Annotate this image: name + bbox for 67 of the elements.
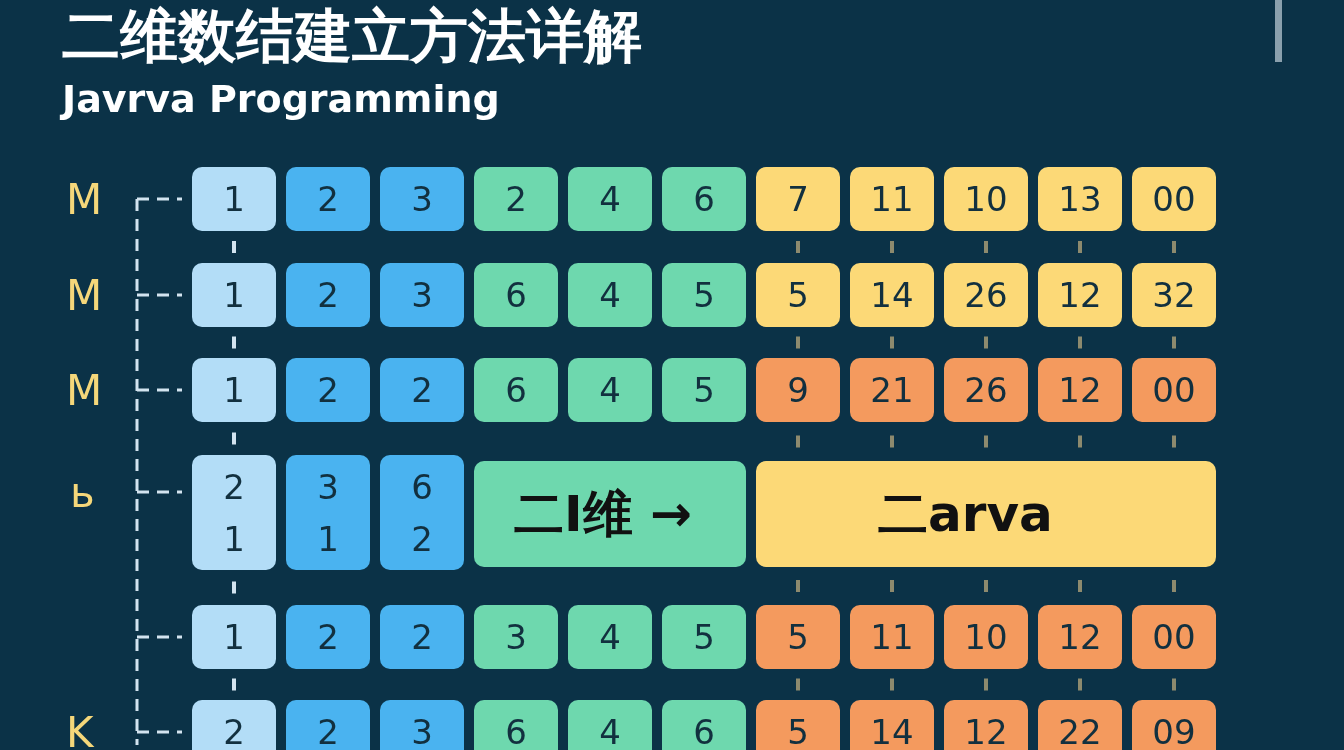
number-cell: 5 [756,700,840,750]
subtitle: Javrva Programming [62,78,500,122]
row-label: M [66,272,103,321]
number-cell: 11 [850,167,934,231]
number-cell: 2 [286,605,370,669]
number-cell: 5 [662,358,746,422]
number-cell: 10 [944,167,1028,231]
row-label: M [66,367,103,416]
number-cell: 5 [662,605,746,669]
number-cell: 1 [192,605,276,669]
number-cell: 2 [192,700,276,750]
number-cell: 2 [380,358,464,422]
number-cell: 9 [756,358,840,422]
row-label: K [66,709,94,750]
number-cell: 6 [662,700,746,750]
number-cell: 11 [850,605,934,669]
number-cell: 4 [568,358,652,422]
number-cell: 1 [192,263,276,327]
number-cell: 22 [1038,700,1122,750]
number-cell: 2 [286,358,370,422]
number-cell: 3 [380,263,464,327]
number-cell: 2 1 [192,455,276,570]
number-cell: 4 [568,605,652,669]
number-cell: 4 [568,167,652,231]
number-cell: 2 [380,605,464,669]
number-cell: 00 [1132,358,1216,422]
number-cell: 5 [756,605,840,669]
number-cell: 10 [944,605,1028,669]
number-cell: 6 [662,167,746,231]
number-cell: 6 [474,700,558,750]
number-cell: 32 [1132,263,1216,327]
label-banner: 二I维 → [474,461,746,567]
number-cell: 5 [756,263,840,327]
number-cell: 7 [756,167,840,231]
number-cell: 12 [1038,263,1122,327]
number-cell: 3 [474,605,558,669]
number-cell: 09 [1132,700,1216,750]
number-cell: 12 [1038,605,1122,669]
number-cell: 26 [944,358,1028,422]
number-cell: 6 [474,263,558,327]
number-cell: 2 [286,263,370,327]
row-label: ь [70,469,95,518]
number-cell: 4 [568,700,652,750]
number-cell: 4 [568,263,652,327]
number-cell: 5 [662,263,746,327]
number-cell: 3 1 [286,455,370,570]
number-cell: 1 [192,167,276,231]
number-cell: 00 [1132,605,1216,669]
number-cell: 3 [380,700,464,750]
number-cell: 13 [1038,167,1122,231]
number-cell: 2 [286,700,370,750]
number-cell: 2 [474,167,558,231]
number-cell: 26 [944,263,1028,327]
number-cell: 3 [380,167,464,231]
number-cell: 21 [850,358,934,422]
row-label: M [66,176,103,225]
number-cell: 2 [286,167,370,231]
number-cell: 00 [1132,167,1216,231]
label-banner: 二arva [756,461,1216,567]
number-cell: 12 [944,700,1028,750]
number-cell: 6 [474,358,558,422]
number-cell: 14 [850,700,934,750]
number-cell: 6 2 [380,455,464,570]
number-cell: 14 [850,263,934,327]
number-cell: 12 [1038,358,1122,422]
number-cell: 1 [192,358,276,422]
title: 二维数结建立方法详解 [62,1,642,72]
